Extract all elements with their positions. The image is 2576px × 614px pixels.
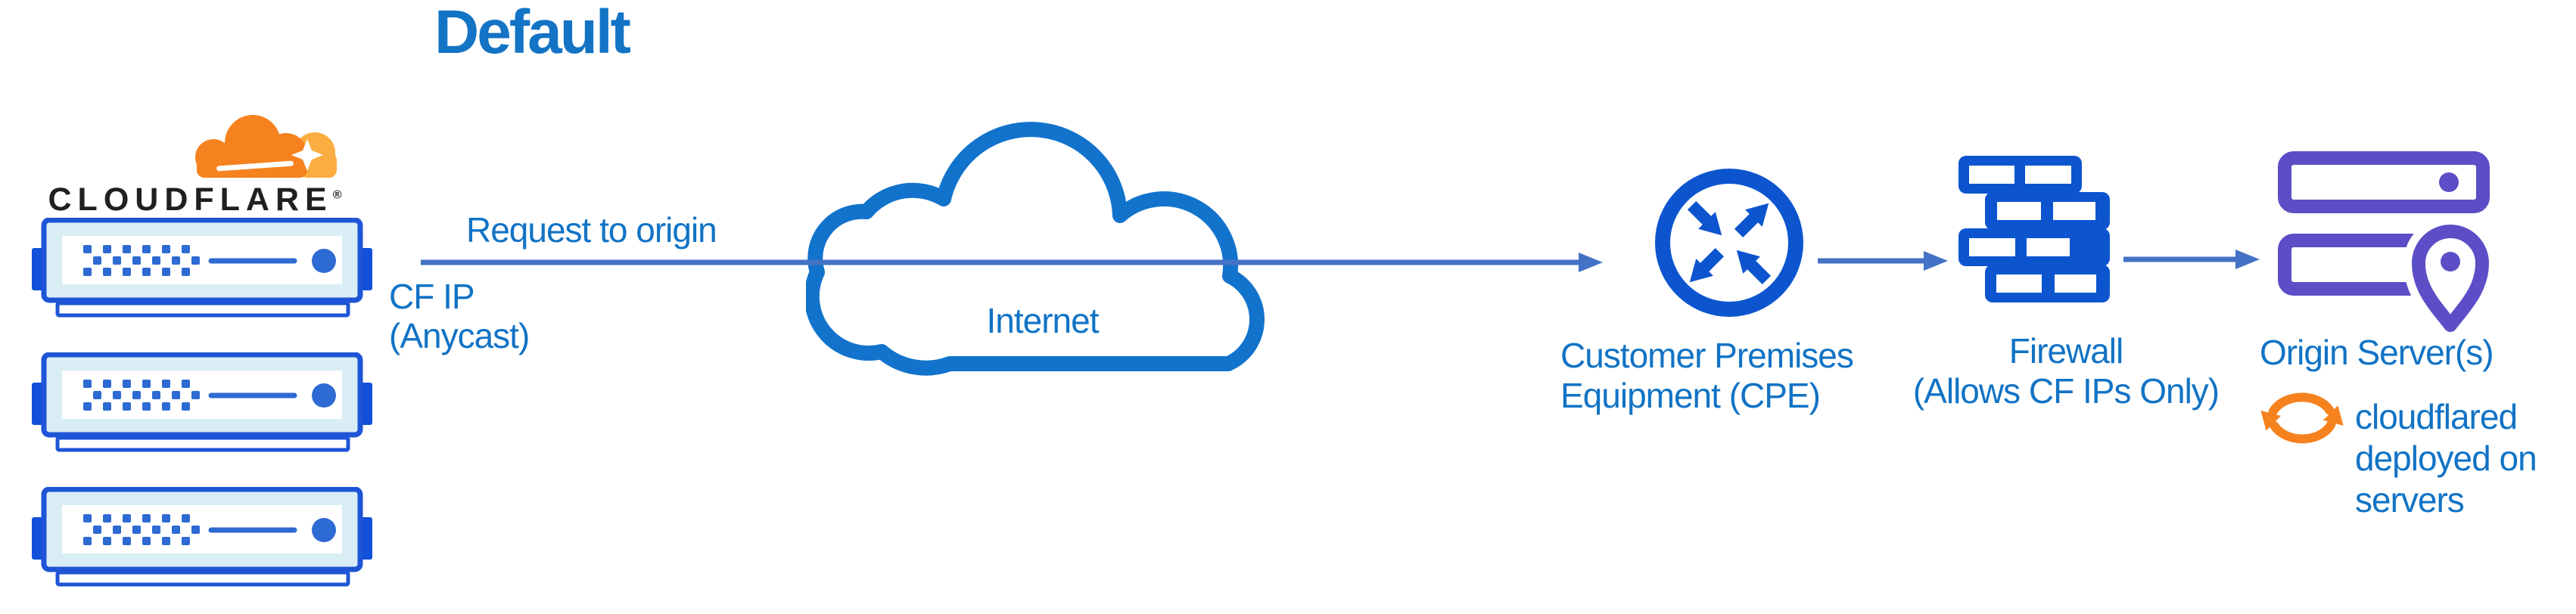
cloudflare-server-icon (32, 218, 372, 318)
location-pin-icon (2403, 216, 2497, 333)
origin-servers-icon (2278, 151, 2497, 333)
cloudflare-wordmark: CLOUDFLARE® (42, 181, 348, 219)
firewall-label-line2: (Allows CF IPs Only) (1912, 371, 2220, 411)
firewall-icon (1958, 156, 2110, 302)
cloudflare-server-icon (32, 352, 372, 452)
cloudflared-note-line3: servers (2355, 480, 2465, 519)
origin-servers-label: Origin Server(s) (2260, 333, 2494, 372)
cloudflare-logo-cloud-icon (195, 115, 337, 178)
cf-ip-anycast-label: CF IP (Anycast) (389, 277, 530, 355)
firewall-label: Firewall (Allows CF IPs Only) (1892, 331, 2240, 411)
cpe-router-icon (1655, 169, 1803, 317)
cf-ip-line1: CF IP (389, 277, 475, 316)
registered-trademark: ® (332, 188, 342, 202)
cloudflared-note-line2: deployed on (2355, 439, 2537, 478)
sync-arrows-icon (2260, 392, 2344, 444)
cloudflared-note-line1: cloudflared (2355, 397, 2518, 436)
cpe-label-line1: Customer Premises (1560, 336, 1854, 375)
request-to-origin-label: Request to origin (466, 210, 717, 250)
cloudflare-wordmark-text: CLOUDFLARE (48, 181, 333, 218)
cpe-label-line2: Equipment (CPE) (1560, 376, 1821, 415)
internet-label: Internet (986, 301, 1100, 340)
cf-ip-line2: (Anycast) (389, 316, 530, 355)
cloudflared-note: cloudflared deployed on servers (2355, 396, 2537, 521)
cloudflare-server-icon (32, 487, 372, 587)
cpe-label: Customer Premises Equipment (CPE) (1560, 336, 1854, 416)
internet-cloud-icon (806, 122, 1265, 376)
firewall-label-line1: Firewall (2008, 331, 2123, 371)
diagram-title: Default (434, 0, 631, 67)
